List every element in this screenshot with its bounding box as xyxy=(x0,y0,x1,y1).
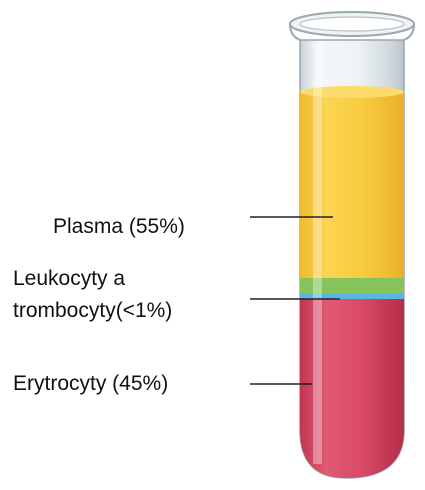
plasma-label: Plasma (55%) xyxy=(53,214,185,239)
leukocytes-label-line1: Leukocyty a xyxy=(13,266,125,291)
leukocytes-label-line2: trombocyty(<1%) xyxy=(13,298,172,323)
erythrocytes-label: Erytrocyty (45%) xyxy=(13,371,168,396)
tube-rim-inner xyxy=(300,17,404,31)
glass-highlight xyxy=(313,44,322,464)
